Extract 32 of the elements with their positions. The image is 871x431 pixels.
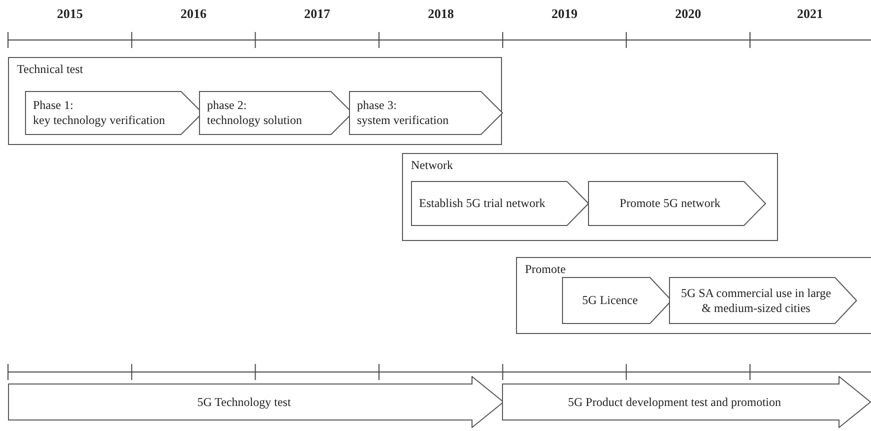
step-label: 5G Product development test and promotion xyxy=(568,394,781,410)
year-label: 2019 xyxy=(550,6,578,22)
step-label: system verification xyxy=(357,113,449,128)
year-label: 2015 xyxy=(56,6,84,22)
group-title: Technical test xyxy=(17,62,84,77)
step-label: 5G Technology test xyxy=(197,394,291,410)
year-label: 2018 xyxy=(426,6,455,22)
phase-group-box xyxy=(8,57,502,145)
year-label: 2016 xyxy=(180,6,208,22)
step-label: phase 2: xyxy=(207,98,247,113)
stage-arrow xyxy=(502,376,871,428)
step-label: 5G SA commercial use in large & medium-sized cities xyxy=(680,286,832,316)
stage-arrow xyxy=(8,376,504,428)
chevron-step xyxy=(588,181,766,226)
chevron-step xyxy=(411,181,589,226)
year-label: 2021 xyxy=(796,6,824,22)
step-label: Promote 5G network xyxy=(620,196,720,211)
chevron-step xyxy=(349,91,503,135)
step-label: phase 3: xyxy=(357,98,397,113)
step-label: 5G Licence xyxy=(582,293,638,308)
chevron-step xyxy=(562,277,672,324)
chevron-step xyxy=(669,277,857,324)
step-label: Establish 5G trial network xyxy=(419,196,546,211)
step-label: key technology verification xyxy=(33,113,165,128)
step-label: technology solution xyxy=(207,113,302,128)
step-label: Phase 1: xyxy=(33,98,74,113)
year-label: 2017 xyxy=(303,6,332,22)
phase-group-box xyxy=(516,257,871,334)
year-label: 2020 xyxy=(674,6,702,22)
group-title: Promote xyxy=(525,262,566,277)
group-title: Network xyxy=(411,158,453,173)
phase-group-box xyxy=(402,153,778,241)
